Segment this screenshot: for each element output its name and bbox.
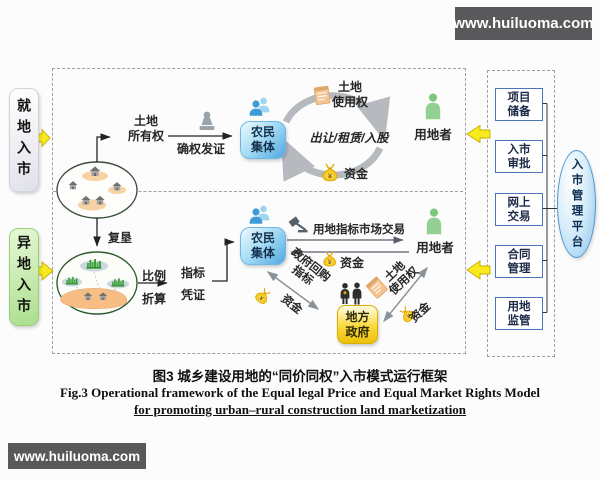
farmer-collective-box-top: 农民 集体	[240, 121, 286, 159]
caption-english-line1: Fig.3 Operational framework of the Equal…	[60, 385, 540, 400]
land-ownership-label: 土地 所有权	[127, 114, 164, 143]
module-contract-management: 合同 管理	[495, 245, 543, 278]
main-frame	[52, 68, 466, 354]
entry-local-marketization: 就地入市	[9, 88, 39, 192]
entry-remote-marketization: 异地入市	[9, 228, 39, 326]
platform-frame	[487, 70, 555, 357]
land-certificate-icon	[366, 276, 388, 299]
entry-remote-label: 异地入市	[16, 235, 32, 319]
land-certificate-icon	[313, 85, 331, 106]
frame-divider-line	[53, 191, 463, 192]
local-government-box: 地方 政府	[337, 305, 378, 344]
module-project-reserve: 项目 储备	[495, 88, 543, 121]
watermark-top-text: www.huiluoma.com	[453, 15, 594, 32]
land-use-right-label-top: 土地 使用权	[331, 80, 368, 109]
funds-return-label: 资金	[339, 256, 364, 270]
platform-connectors	[541, 103, 557, 313]
watermark-banner-bottom: www.huiluoma.com	[8, 443, 146, 469]
reclaimed-land-ellipse	[56, 251, 138, 315]
village-land-ellipse	[56, 161, 138, 219]
watermark-bottom-text: www.huiluoma.com	[13, 448, 141, 464]
entry-local-label: 就地入市	[16, 98, 32, 182]
platform-label: 入市管理平台	[570, 157, 583, 251]
flow-connectors	[93, 132, 235, 287]
quota-trade-arrows	[287, 236, 409, 256]
quota-market-trade-label: 用地指标市场交易	[313, 224, 405, 236]
module-online-trading: 网上 交易	[495, 193, 543, 226]
reclamation-label: 复垦	[107, 231, 132, 245]
funds-label-top: 资金	[343, 167, 368, 181]
module-market-approval: 入市 审批	[495, 140, 543, 173]
module-land-supervision: 用地 监管	[495, 297, 543, 330]
gavel-icon	[288, 216, 308, 233]
quota-certificate-label: 指标 凭证	[180, 266, 205, 302]
land-user-label-top: 用地者	[414, 128, 452, 142]
stamp-icon	[199, 111, 215, 130]
certification-label: 确权发证	[176, 142, 225, 156]
caption-english-line2: for promoting urban–rural construction l…	[133, 402, 467, 417]
ratio-conversion-label: 比例 折算	[141, 269, 166, 306]
government-exchange-arrows	[266, 266, 428, 323]
farmer-collective-box-bottom: 农民 集体	[240, 227, 286, 265]
watermark-banner-top: www.huiluoma.com	[453, 7, 594, 40]
land-user-label-bottom: 用地者	[416, 241, 454, 255]
exchange-modes-label: 出让/租赁/入股	[309, 131, 389, 145]
left-arrow-icon	[466, 260, 491, 280]
caption-chinese: 图3 城乡建设用地的“同价同权”入市模式运行框架	[152, 369, 448, 384]
market-management-platform: 入市管理平台	[557, 150, 596, 258]
left-arrow-icon	[466, 124, 491, 144]
